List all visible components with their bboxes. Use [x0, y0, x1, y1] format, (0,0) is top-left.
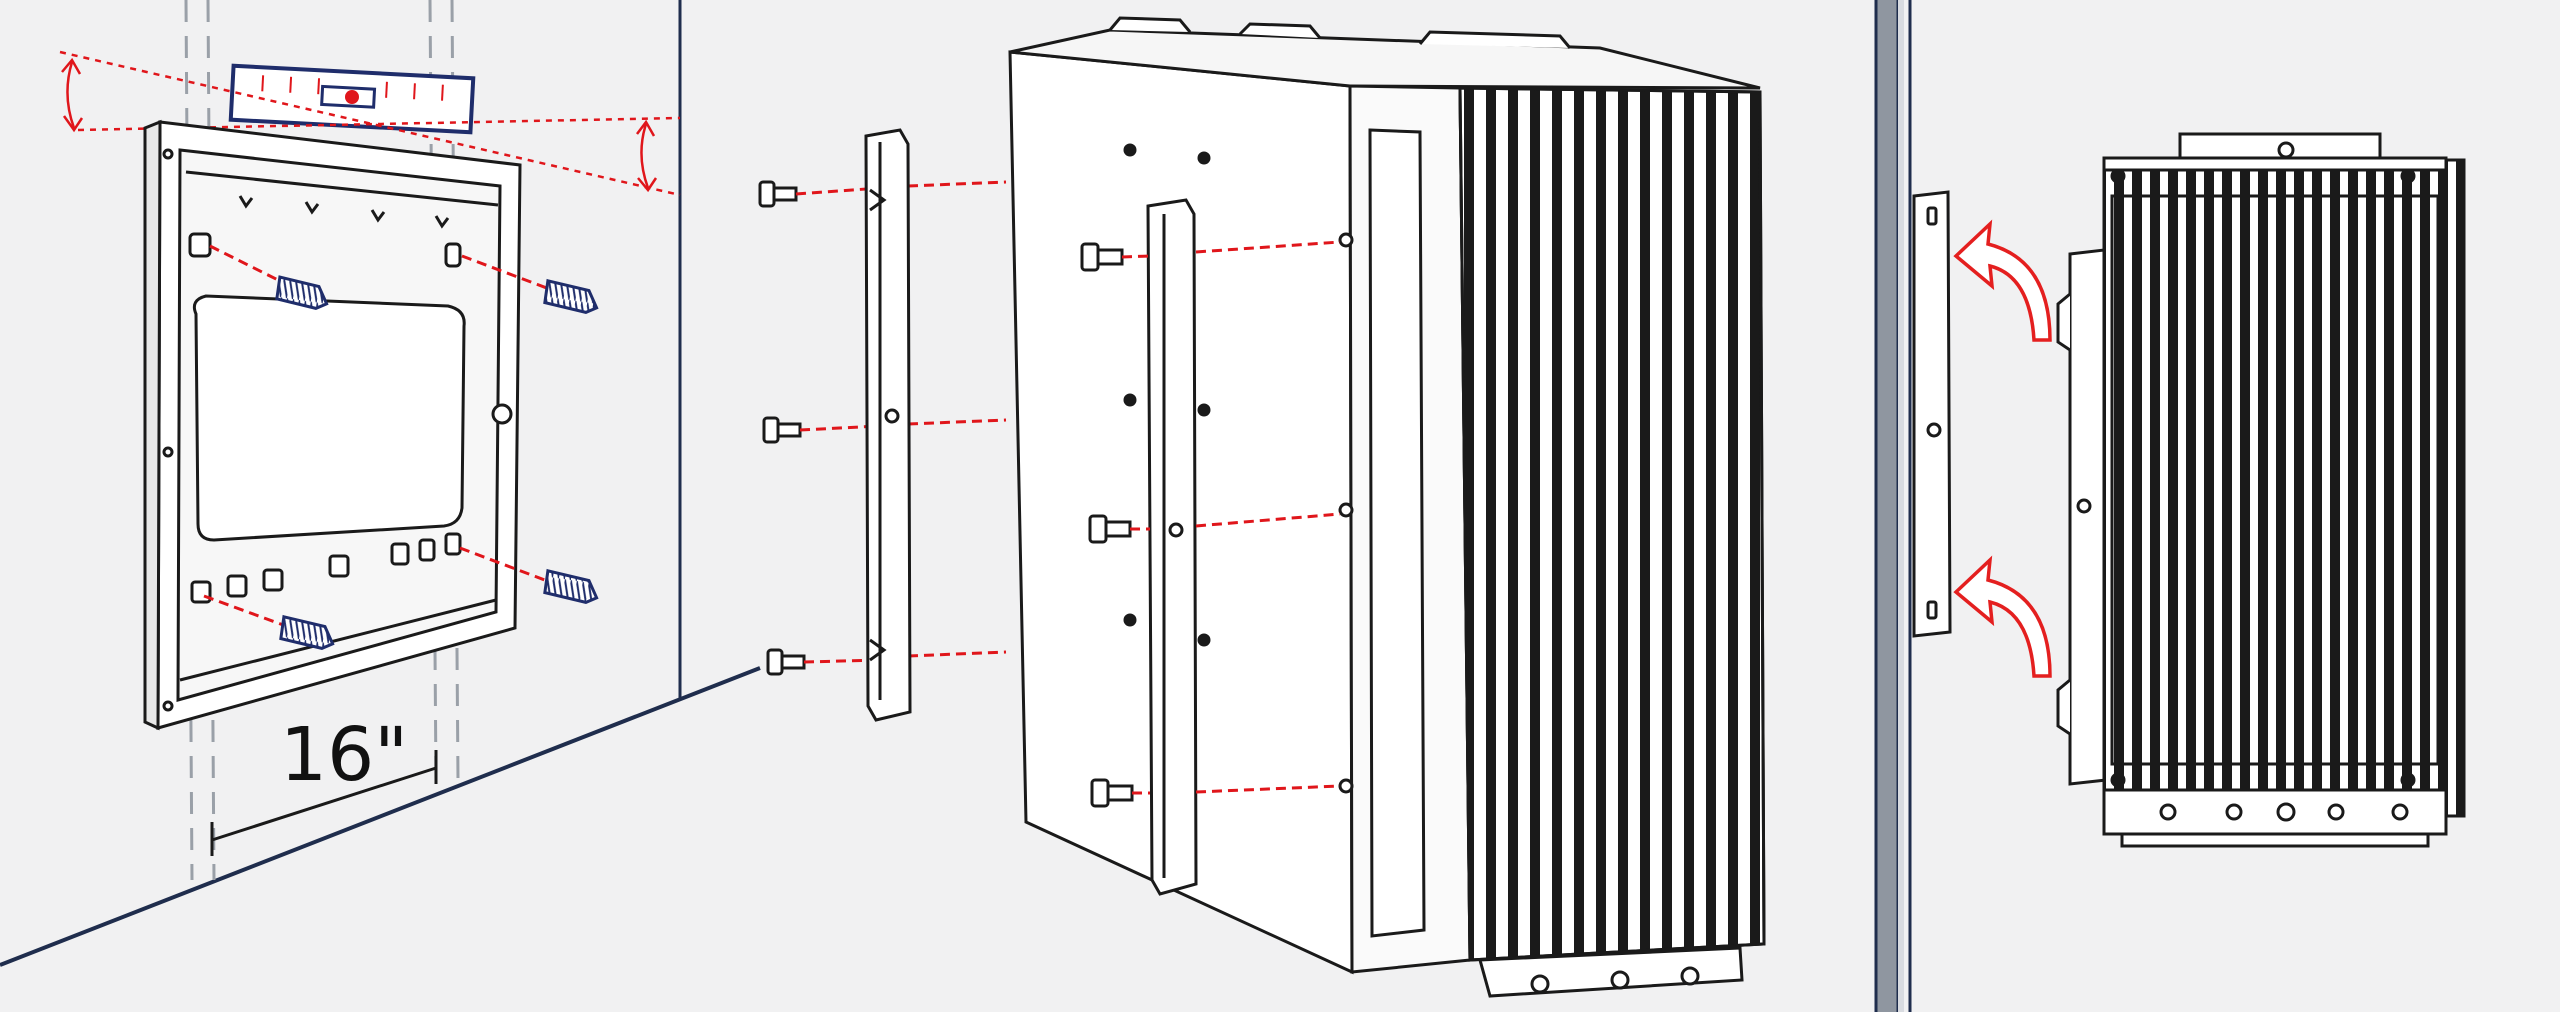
screw-icon [758, 180, 806, 676]
panel-wall-bracket-install: 16" [0, 0, 761, 967]
curved-arrow-icon [1953, 219, 2052, 678]
panel-device-bracket-attach [758, 16, 1766, 998]
device-front-view [2056, 132, 2466, 848]
stud-spacing-label: 16" [280, 712, 408, 798]
device-bracket-loose [864, 128, 912, 722]
tilt-angle-arrow-left [61, 57, 84, 133]
device-bracket-mounted [1080, 198, 1198, 896]
panel-hang-device [1912, 132, 2466, 848]
wall-floor-line [0, 666, 761, 967]
wall-anchor-icon [203, 244, 599, 650]
level-tool-icon [228, 63, 476, 135]
device-enclosure [1008, 16, 1766, 998]
panel-divider [1874, 0, 1912, 1012]
stud-spacing-dimension [210, 750, 438, 856]
wall-bracket-plate [143, 119, 522, 731]
tilt-angle-arrow-right [636, 119, 658, 193]
mounted-screw-guides [1121, 240, 1341, 795]
wall-rail [1912, 190, 1952, 638]
